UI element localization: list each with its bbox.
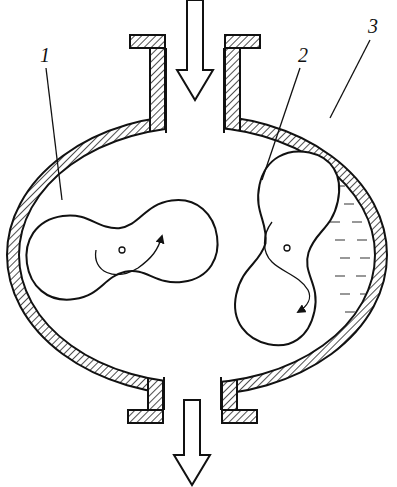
rotor-lobe bbox=[227, 144, 346, 352]
rotor-lobe bbox=[21, 195, 223, 305]
inlet-flow-arrow bbox=[177, 0, 213, 100]
leader-line bbox=[46, 68, 62, 200]
housing-wall bbox=[7, 115, 387, 395]
rotor-shaft bbox=[284, 245, 290, 251]
callout-number: 2 bbox=[296, 45, 310, 65]
leader-line bbox=[262, 68, 300, 180]
callout-number: 3 bbox=[366, 16, 380, 36]
leader-line bbox=[330, 40, 370, 118]
callout-number: 1 bbox=[38, 45, 52, 65]
rotation-arrow bbox=[96, 236, 162, 274]
pump-chamber bbox=[19, 127, 375, 383]
outlet-flow-arrow bbox=[174, 400, 210, 485]
rotation-arrow bbox=[265, 222, 310, 312]
rotor-shaft bbox=[119, 247, 125, 253]
